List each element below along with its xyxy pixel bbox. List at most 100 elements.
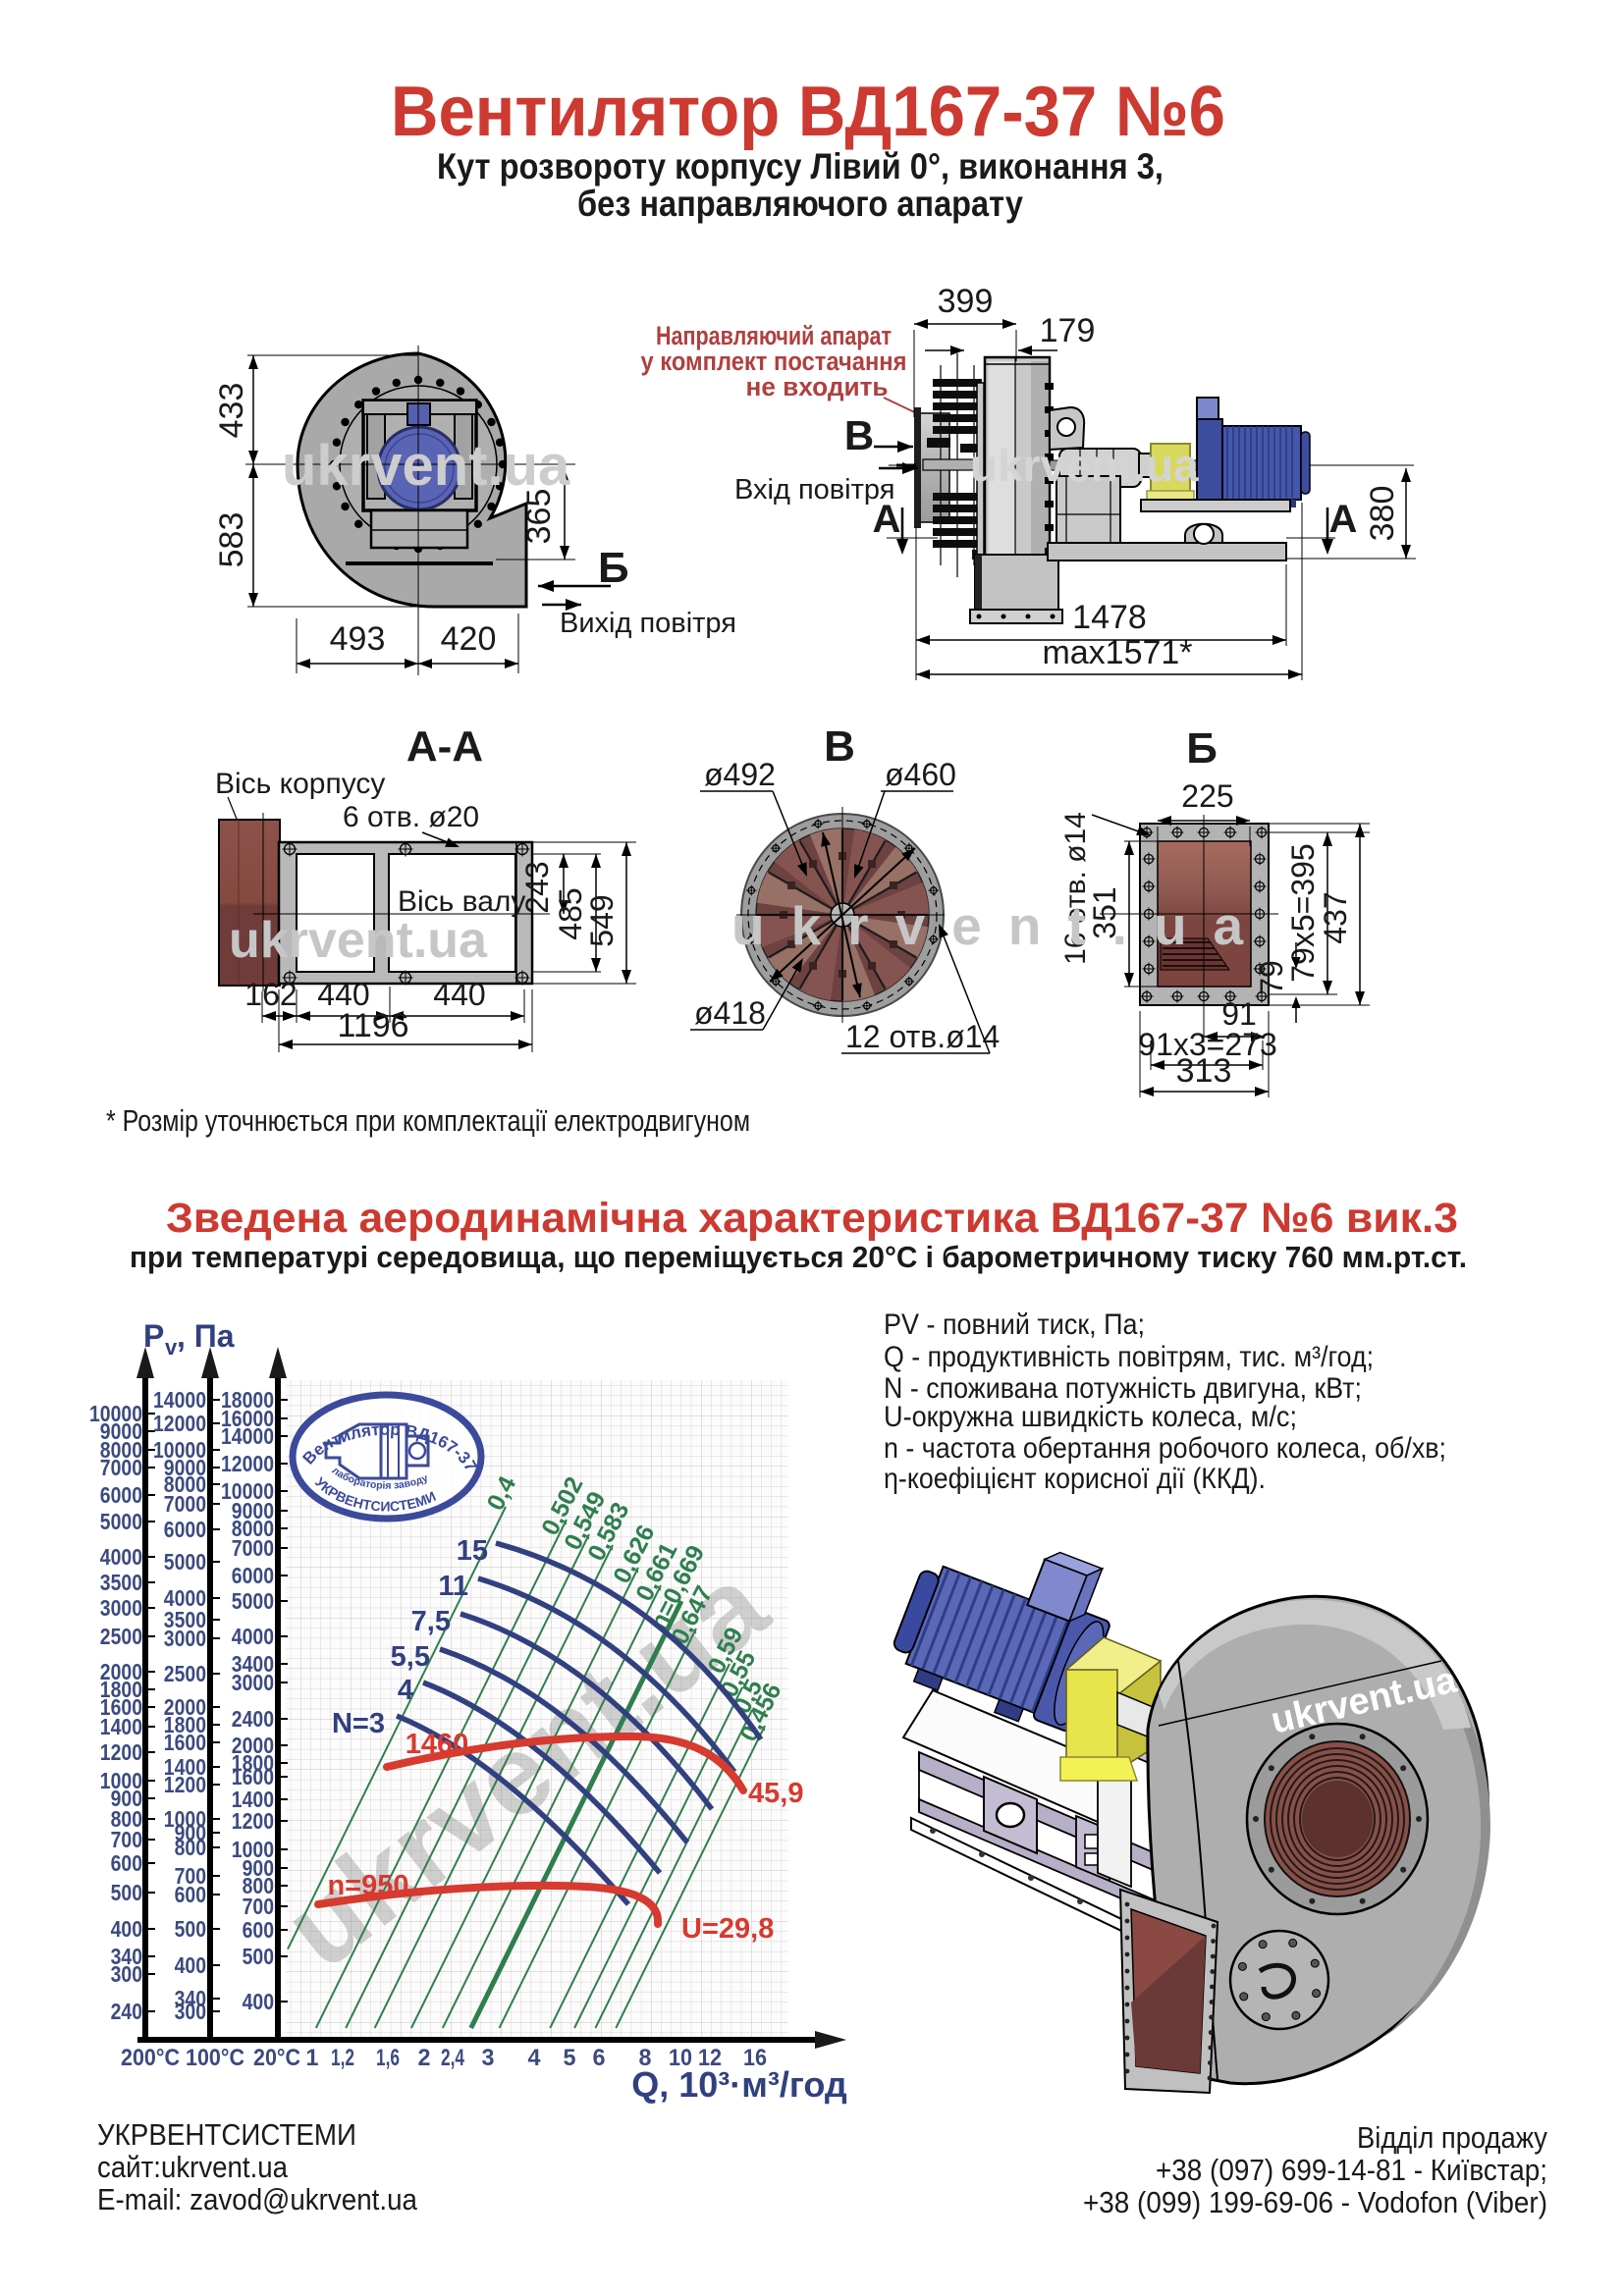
- svg-text:1200: 1200: [100, 1739, 142, 1765]
- svg-text:243: 243: [519, 861, 555, 913]
- svg-text:1600: 1600: [100, 1694, 142, 1720]
- svg-text:20°C: 20°C: [253, 2045, 300, 2071]
- svg-text:399: 399: [938, 283, 994, 320]
- svg-text:U-окружна швидкість колеса, м/: U-окружна швидкість колеса, м/с;: [884, 1401, 1297, 1433]
- svg-text:В: В: [824, 722, 855, 771]
- svg-text:400: 400: [243, 1989, 274, 2014]
- svg-text:380: 380: [1364, 486, 1401, 542]
- svg-text:5000: 5000: [100, 1509, 142, 1534]
- svg-text:1400: 1400: [232, 1787, 274, 1812]
- svg-text:7000: 7000: [100, 1455, 142, 1480]
- svg-text:Відділ продажу: Відділ продажу: [1357, 2120, 1547, 2155]
- svg-text:500: 500: [175, 1916, 206, 1942]
- svg-text:400: 400: [175, 1952, 206, 1978]
- svg-text:12 отв.ø14: 12 отв.ø14: [845, 1019, 1000, 1054]
- svg-text:440: 440: [433, 977, 485, 1012]
- svg-text:у комплект постачання: у комплект постачання: [641, 347, 907, 376]
- svg-text:6: 6: [593, 2045, 606, 2071]
- svg-text:ø492: ø492: [704, 757, 776, 792]
- svg-text:500: 500: [243, 1944, 274, 1969]
- svg-text:3500: 3500: [100, 1570, 142, 1595]
- svg-text:8: 8: [639, 2045, 652, 2071]
- svg-text:5: 5: [564, 2045, 576, 2071]
- svg-text:700: 700: [111, 1827, 142, 1852]
- svg-text:179: 179: [1040, 312, 1096, 349]
- svg-text:* Розмір уточнюється при компл: * Розмір уточнюється при комплектації ел…: [106, 1103, 750, 1138]
- svg-text:500: 500: [111, 1880, 142, 1905]
- svg-text:1196: 1196: [337, 1007, 408, 1044]
- svg-text:1460: 1460: [406, 1729, 469, 1760]
- svg-text:7,5: 7,5: [411, 1606, 451, 1637]
- svg-text:без направляючого апарату: без направляючого апарату: [577, 184, 1023, 224]
- svg-text:1800: 1800: [232, 1750, 274, 1776]
- svg-text:420: 420: [441, 620, 497, 658]
- svg-text:1200: 1200: [164, 1772, 206, 1797]
- svg-text:N=3: N=3: [332, 1708, 385, 1739]
- svg-text:U=29,8: U=29,8: [681, 1913, 774, 1945]
- svg-text:Вісь валу: Вісь валу: [398, 885, 525, 918]
- svg-text:351: 351: [1087, 886, 1122, 938]
- svg-text:700: 700: [175, 1863, 206, 1889]
- svg-text:N - споживана потужність двигу: N - споживана потужність двигуна, кВт;: [884, 1372, 1362, 1405]
- svg-text:Зведена аеродинамічна характер: Зведена аеродинамічна характеристика ВД1…: [166, 1195, 1458, 1242]
- svg-text:2400: 2400: [232, 1706, 274, 1732]
- svg-text:ø418: ø418: [694, 995, 766, 1031]
- svg-text:УКРВЕНТСИСТЕМИ: УКРВЕНТСИСТЕМИ: [97, 2117, 356, 2152]
- svg-text:225: 225: [1181, 778, 1233, 814]
- svg-text:Q - продуктивність повітрям, т: Q - продуктивність повітрям, тис. м³/год…: [884, 1341, 1374, 1373]
- svg-text:не входить: не входить: [746, 372, 889, 401]
- svg-text:10000: 10000: [153, 1437, 206, 1463]
- svg-text:8000: 8000: [100, 1437, 142, 1463]
- svg-text:583: 583: [213, 512, 250, 568]
- svg-text:437: 437: [1318, 891, 1353, 943]
- svg-text:6000: 6000: [164, 1517, 206, 1542]
- svg-text:1600: 1600: [164, 1730, 206, 1755]
- svg-text:313: 313: [1176, 1052, 1232, 1090]
- svg-text:400: 400: [111, 1916, 142, 1942]
- svg-text:600: 600: [175, 1882, 206, 1907]
- svg-text:6000: 6000: [232, 1563, 274, 1588]
- svg-text:1800: 1800: [164, 1712, 206, 1737]
- svg-text:n - частота обертання робочого: n - частота обертання робочого колеса, о…: [884, 1432, 1446, 1465]
- svg-text:Вихід повітря: Вихід повітря: [560, 608, 736, 639]
- svg-text:9000: 9000: [232, 1498, 274, 1523]
- svg-text:n=950: n=950: [327, 1870, 408, 1901]
- svg-text:14000: 14000: [221, 1423, 274, 1449]
- svg-text:1400: 1400: [100, 1714, 142, 1739]
- svg-text:8000: 8000: [232, 1516, 274, 1541]
- svg-text:493: 493: [330, 620, 386, 658]
- svg-text:16 отв. ø14: 16 отв. ø14: [1059, 812, 1092, 965]
- svg-text:4000: 4000: [232, 1624, 274, 1649]
- svg-text:340: 340: [111, 1944, 142, 1969]
- svg-text:А: А: [1329, 498, 1358, 541]
- svg-text:240: 240: [111, 1999, 142, 2024]
- svg-text:10: 10: [669, 2045, 692, 2071]
- svg-text:5000: 5000: [232, 1588, 274, 1614]
- svg-text:485: 485: [553, 887, 588, 939]
- svg-text:3000: 3000: [100, 1595, 142, 1621]
- svg-text:2500: 2500: [100, 1624, 142, 1649]
- svg-text:91: 91: [1221, 996, 1257, 1032]
- svg-text:+38 (097) 699-14-81 - Київстар: +38 (097) 699-14-81 - Київстар;: [1156, 2153, 1547, 2187]
- svg-text:7000: 7000: [164, 1491, 206, 1517]
- svg-text:Q, 10³·м³/год: Q, 10³·м³/год: [631, 2064, 847, 2105]
- svg-text:1600: 1600: [232, 1764, 274, 1789]
- svg-text:max1571*: max1571*: [1042, 634, 1192, 671]
- svg-text:18000: 18000: [221, 1387, 274, 1413]
- svg-text:800: 800: [243, 1873, 274, 1898]
- svg-text:Вхід повітря: Вхід повітря: [734, 474, 894, 506]
- svg-text:10000: 10000: [221, 1478, 274, 1504]
- svg-text:600: 600: [111, 1850, 142, 1876]
- svg-text:900: 900: [243, 1855, 274, 1881]
- svg-text:2,4: 2,4: [441, 2045, 464, 2071]
- svg-text:, Па: , Па: [177, 1318, 235, 1354]
- svg-text:P: P: [143, 1318, 164, 1354]
- svg-text:1800: 1800: [100, 1677, 142, 1702]
- svg-text:ø460: ø460: [885, 757, 956, 792]
- svg-text:3000: 3000: [164, 1626, 206, 1651]
- svg-text:E-mail: zavod@ukrvent.ua: E-mail: zavod@ukrvent.ua: [97, 2182, 418, 2216]
- svg-text:3500: 3500: [164, 1607, 206, 1632]
- svg-text:79: 79: [1254, 960, 1289, 995]
- svg-text:162: 162: [244, 977, 297, 1012]
- svg-text:3400: 3400: [232, 1651, 274, 1677]
